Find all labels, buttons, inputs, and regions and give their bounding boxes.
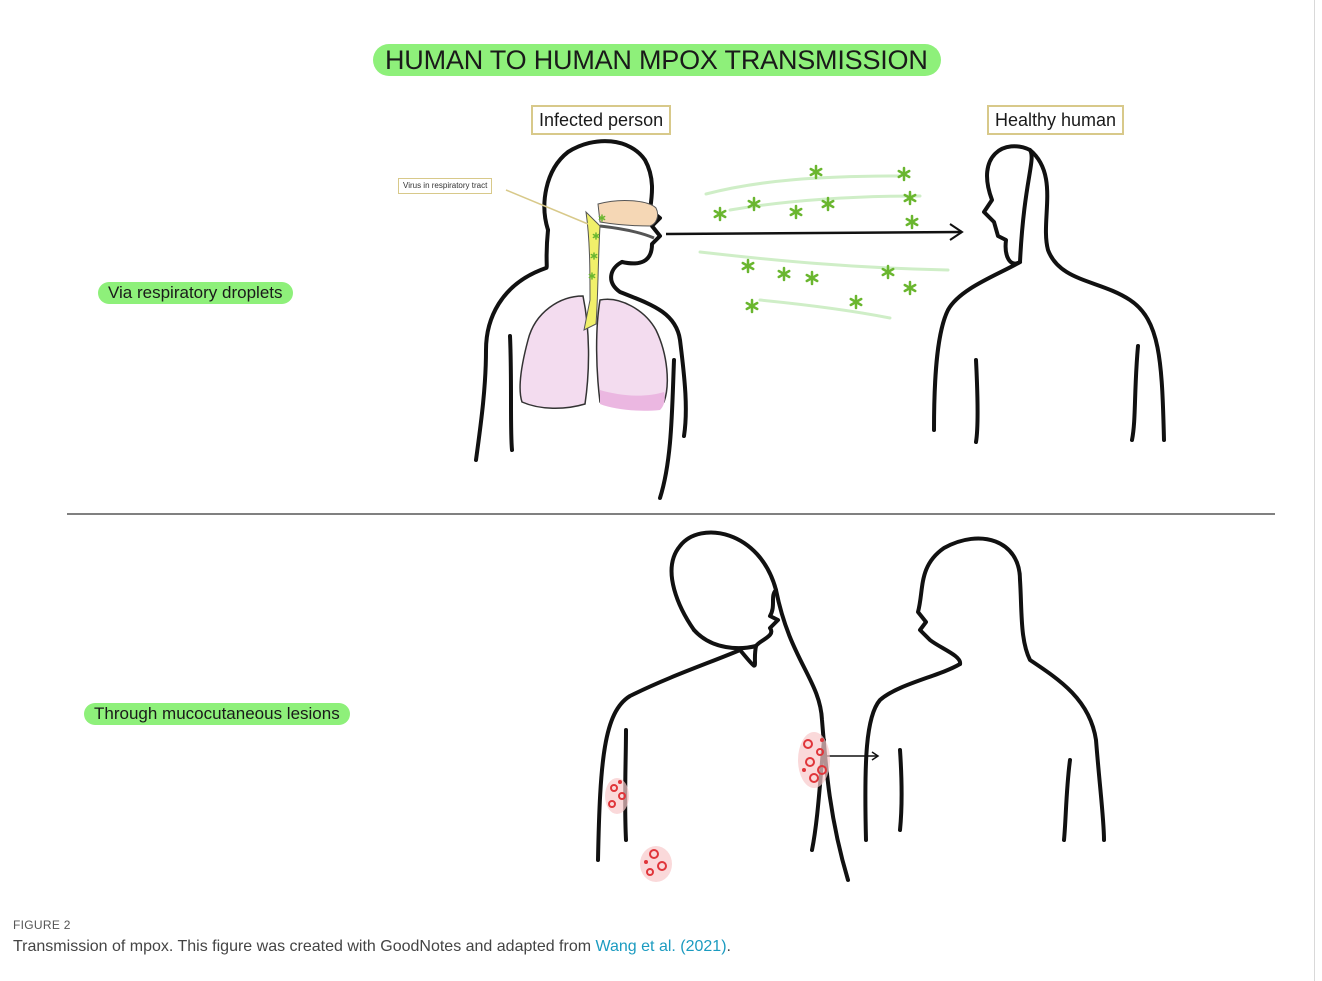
virus-particle <box>791 206 801 218</box>
healthy-human-label: Healthy human <box>987 105 1124 135</box>
virus-particles <box>589 166 917 312</box>
virus-particle <box>779 268 789 280</box>
lesion-cluster <box>605 778 629 814</box>
virus-particle <box>905 192 915 204</box>
route-lesions-label: Through mucocutaneous lesions <box>84 703 350 725</box>
healthy-human-silhouette <box>934 146 1164 442</box>
lesion-cluster <box>798 732 830 788</box>
contact-person-left-silhouette <box>598 533 848 880</box>
lesion-clusters <box>605 732 830 882</box>
virus-particle <box>747 300 757 312</box>
diagram-title: HUMAN TO HUMAN MPOX TRANSMISSION <box>385 44 945 76</box>
virus-particle <box>907 216 917 228</box>
virus-particle <box>905 282 915 294</box>
virus-particle <box>715 208 725 220</box>
figure-number: FIGURE 2 <box>13 918 71 932</box>
figure-caption: Transmission of mpox. This figure was cr… <box>13 938 731 956</box>
virus-particle <box>743 260 753 272</box>
virus-particle <box>851 296 861 308</box>
virus-particle <box>899 168 909 180</box>
lesion-cluster <box>640 846 672 882</box>
virus-particle <box>807 272 817 284</box>
citation-link[interactable]: Wang et al. (2021) <box>596 938 727 955</box>
infected-person-label: Infected person <box>531 105 671 135</box>
droplet-arrow <box>666 224 962 240</box>
caption-text: Transmission of mpox. This figure was cr… <box>13 938 596 955</box>
contact-person-right-silhouette <box>865 538 1104 840</box>
virus-particle <box>811 166 821 178</box>
route-respiratory-label: Via respiratory droplets <box>98 282 293 304</box>
virus-in-tract-label: Virus in respiratory tract <box>398 178 492 194</box>
section-divider <box>67 513 1275 515</box>
caption-end: . <box>727 938 731 955</box>
lesion-contact-arrow <box>826 752 878 760</box>
